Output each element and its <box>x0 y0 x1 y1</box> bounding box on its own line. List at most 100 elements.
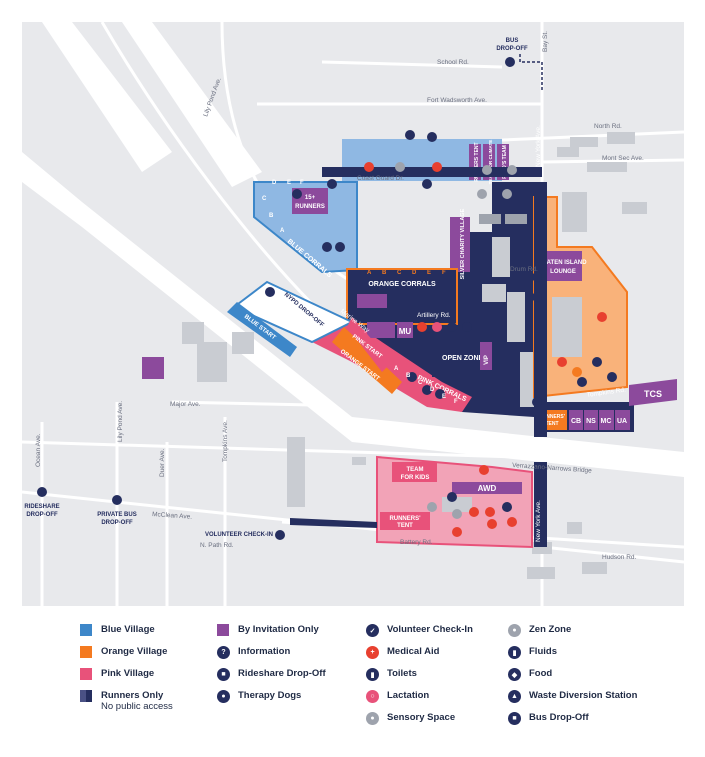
rideshare-icon[interactable] <box>37 487 47 497</box>
zen-icon[interactable] <box>395 162 405 172</box>
fifteen-plus-label: 15+ <box>305 195 316 201</box>
service-booth-2 <box>505 214 527 224</box>
waste-icon[interactable] <box>462 322 472 332</box>
staten-island-lounge[interactable] <box>544 251 582 281</box>
zen-icon[interactable] <box>502 189 512 199</box>
tcs-tent[interactable] <box>629 379 677 406</box>
service-booth-1 <box>479 214 501 224</box>
information-icon[interactable] <box>407 372 417 382</box>
vip-tent[interactable] <box>480 342 492 370</box>
medical-icon[interactable] <box>417 322 427 332</box>
tent-ns[interactable] <box>584 410 598 430</box>
toilets-icon[interactable] <box>592 357 602 367</box>
toilets-icon[interactable] <box>532 397 542 407</box>
toilets-icon[interactable] <box>322 242 332 252</box>
information-icon[interactable] <box>327 179 337 189</box>
medical-icon[interactable] <box>452 527 462 537</box>
waste-icon[interactable] <box>607 372 617 382</box>
zen-icon[interactable] <box>477 189 487 199</box>
medical-icon[interactable] <box>364 162 374 172</box>
street-mcclean: McClean Ave. <box>152 511 193 521</box>
medical-icon[interactable] <box>507 517 517 527</box>
legend-waste: ▲ Waste Diversion Station <box>508 690 637 703</box>
awd-tent[interactable] <box>452 482 522 494</box>
zen-icon[interactable] <box>427 502 437 512</box>
bus-route-line <box>519 54 543 92</box>
food-icon[interactable] <box>432 162 442 172</box>
blue-corral-a: A <box>280 228 285 234</box>
legend-label: Food <box>529 668 553 679</box>
legend-blue-village: Blue Village <box>80 624 155 636</box>
legend-label: Therapy Dogs <box>238 690 302 701</box>
tent-cb[interactable] <box>569 410 583 430</box>
waste-icon[interactable] <box>532 292 542 302</box>
waste-icon[interactable] <box>405 130 415 140</box>
waste-icon[interactable] <box>502 502 512 512</box>
volunteer-checkin-icon[interactable] <box>275 530 285 540</box>
pink-corral-e: E <box>442 394 446 400</box>
silver-charity-village[interactable] <box>450 217 470 272</box>
pink-start-chute[interactable] <box>347 317 392 372</box>
information-icon[interactable] <box>447 492 457 502</box>
bus-dropoff-icon[interactable] <box>505 57 515 67</box>
medical-icon[interactable] <box>487 519 497 529</box>
lactation-icon[interactable] <box>432 322 442 332</box>
runners-tent-pink[interactable] <box>380 512 430 530</box>
bus-icon: ■ <box>508 712 521 725</box>
tent-ua[interactable] <box>615 410 630 430</box>
information-icon[interactable] <box>532 272 542 282</box>
runners-tent-orange-label-2: TENT <box>545 421 558 427</box>
fluids-icon[interactable] <box>447 322 457 332</box>
medical-icon[interactable] <box>485 507 495 517</box>
therapy-icon[interactable] <box>452 509 462 519</box>
tent-mc[interactable] <box>599 410 614 430</box>
blue-corral-e: E <box>287 180 291 186</box>
rideshare-label-2: DROP-OFF <box>26 512 58 518</box>
blue-start-chute[interactable] <box>227 302 297 357</box>
toilets-icon[interactable] <box>577 377 587 387</box>
information-icon[interactable] <box>422 179 432 189</box>
street-school-rd: School Rd. <box>437 59 469 66</box>
invitation-tent-orange[interactable] <box>357 294 387 308</box>
toilets-icon[interactable] <box>422 385 432 395</box>
food-icon[interactable] <box>479 465 489 475</box>
orange-corral-a: A <box>367 270 372 276</box>
car-icon: ■ <box>217 668 230 681</box>
legend-label: Medical Aid <box>387 646 440 657</box>
zen-icon[interactable] <box>507 165 517 175</box>
zen-icon[interactable] <box>482 165 492 175</box>
toilets-icon[interactable] <box>292 189 302 199</box>
toilet-icon: ▮ <box>366 668 379 681</box>
invitation-tent-left[interactable] <box>142 357 164 379</box>
street-mont-sec: Mont Sec Ave. <box>602 155 644 162</box>
medical-icon[interactable] <box>557 357 567 367</box>
staten-island-label: STATEN ISLAND <box>539 260 587 266</box>
private-bus-icon[interactable] <box>112 495 122 505</box>
rideshare-icon[interactable] <box>265 287 275 297</box>
legend-label: Volunteer Check-In <box>387 624 473 635</box>
team-for-kids-tent[interactable] <box>392 462 437 482</box>
food-icon[interactable] <box>469 507 479 517</box>
food-icon[interactable] <box>572 367 582 377</box>
volunteer-icon: ✓ <box>366 624 379 637</box>
orange-start-chute[interactable] <box>332 327 402 394</box>
invitation-tent-pink[interactable] <box>367 322 395 338</box>
legend-orange-village: Orange Village <box>80 646 167 658</box>
event-map[interactable]: 15+ RUNNERS BLUE CORRALS RUNNERS TENT TE… <box>22 22 684 606</box>
rideshare-label: RIDESHARE <box>24 504 59 510</box>
legend-runners-only: Runners Only No public access <box>80 690 173 712</box>
waste-icon[interactable] <box>427 132 437 142</box>
fluids-icon[interactable] <box>435 389 445 399</box>
waste-icon[interactable] <box>335 242 345 252</box>
tent-mc-label: MC <box>601 418 612 425</box>
orange-corrals-label: ORANGE CORRALS <box>368 281 436 288</box>
navy-swatch <box>80 690 92 702</box>
legend-volunteer: ✓ Volunteer Check-In <box>366 624 473 637</box>
paw-icon: ● <box>217 690 230 703</box>
mu-tent[interactable] <box>397 322 413 338</box>
legend-label: Information <box>238 646 291 657</box>
food-icon[interactable] <box>597 312 607 322</box>
fifteen-plus-label-2: RUNNERS <box>295 204 325 210</box>
legend-lactation: ○ Lactation <box>366 690 429 703</box>
private-bus-label-2: DROP-OFF <box>101 520 133 526</box>
